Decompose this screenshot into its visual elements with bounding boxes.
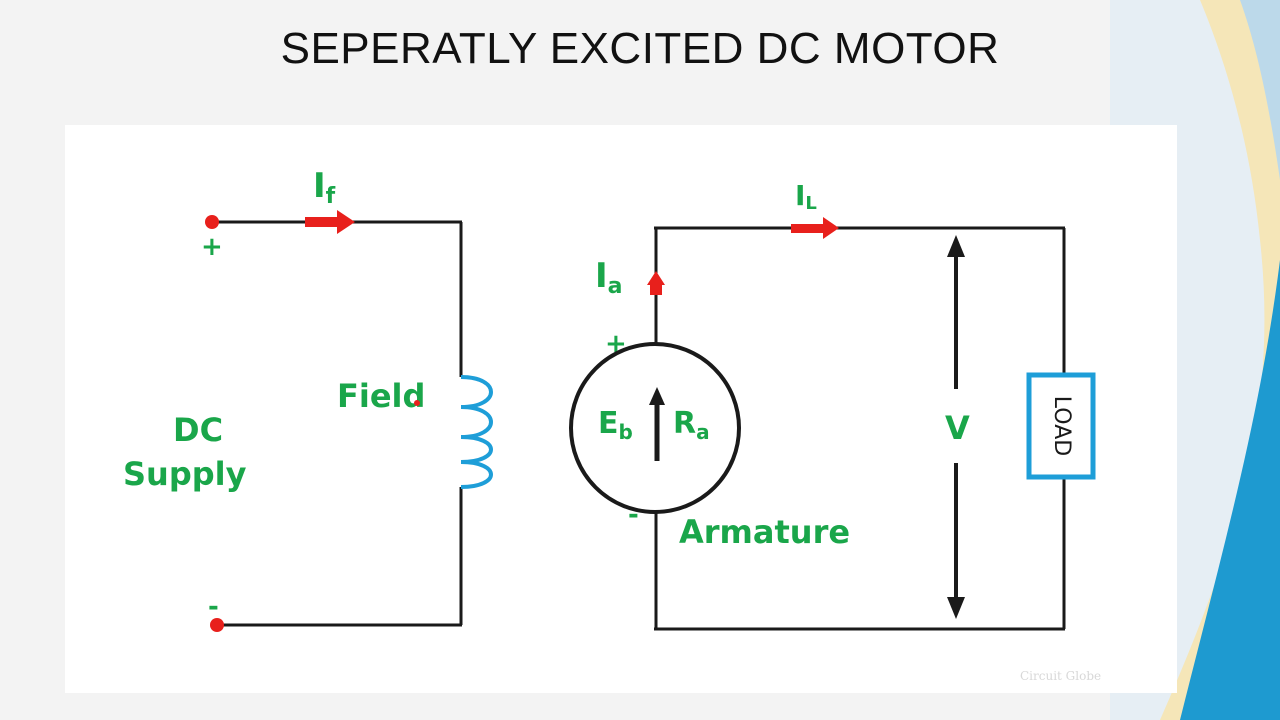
- armature-minus-sign: -: [628, 500, 639, 530]
- supply-minus-sign: -: [208, 592, 219, 622]
- slide-title: SEPERATLY EXCITED DC MOTOR: [280, 24, 1000, 73]
- field-coil: [460, 375, 493, 489]
- load-box: [1026, 372, 1096, 480]
- field-current-arrow: [305, 210, 355, 234]
- circuit-diagram: + - If Field DC Supply Ia: [65, 125, 1177, 693]
- emf-arrow-head: [649, 387, 665, 405]
- voltage-label: V: [945, 409, 970, 447]
- supply-plus-sign: +: [201, 232, 223, 262]
- field-label: Field: [337, 377, 425, 415]
- voltage-arrow-top-head: [947, 235, 965, 257]
- dc-supply-label-line1: DC: [173, 411, 223, 449]
- armature-resistance-label: Ra: [673, 406, 710, 444]
- dc-supply-label-line2: Supply: [123, 455, 247, 493]
- circuit-svg: + - If Field DC Supply Ia: [123, 166, 1101, 683]
- credit-watermark: Circuit Globe: [1020, 669, 1101, 683]
- voltage-arrow-bottom-head: [947, 597, 965, 619]
- decor-light-blue-wave: [1240, 0, 1280, 180]
- supply-positive-terminal: [205, 215, 219, 229]
- field-current-label: If: [313, 166, 336, 209]
- armature-label: Armature: [679, 513, 850, 551]
- armature-current-label: Ia: [595, 256, 623, 299]
- decor-blue-wave: [1180, 260, 1280, 720]
- back-emf-label: Eb: [598, 406, 633, 444]
- field-label-dot: [414, 400, 420, 406]
- armature-current-arrow: [647, 271, 665, 295]
- load-current-arrow: [791, 217, 839, 239]
- load-current-label: IL: [795, 179, 817, 214]
- load-label: LOAD: [1049, 396, 1074, 456]
- supply-negative-terminal: [210, 618, 224, 632]
